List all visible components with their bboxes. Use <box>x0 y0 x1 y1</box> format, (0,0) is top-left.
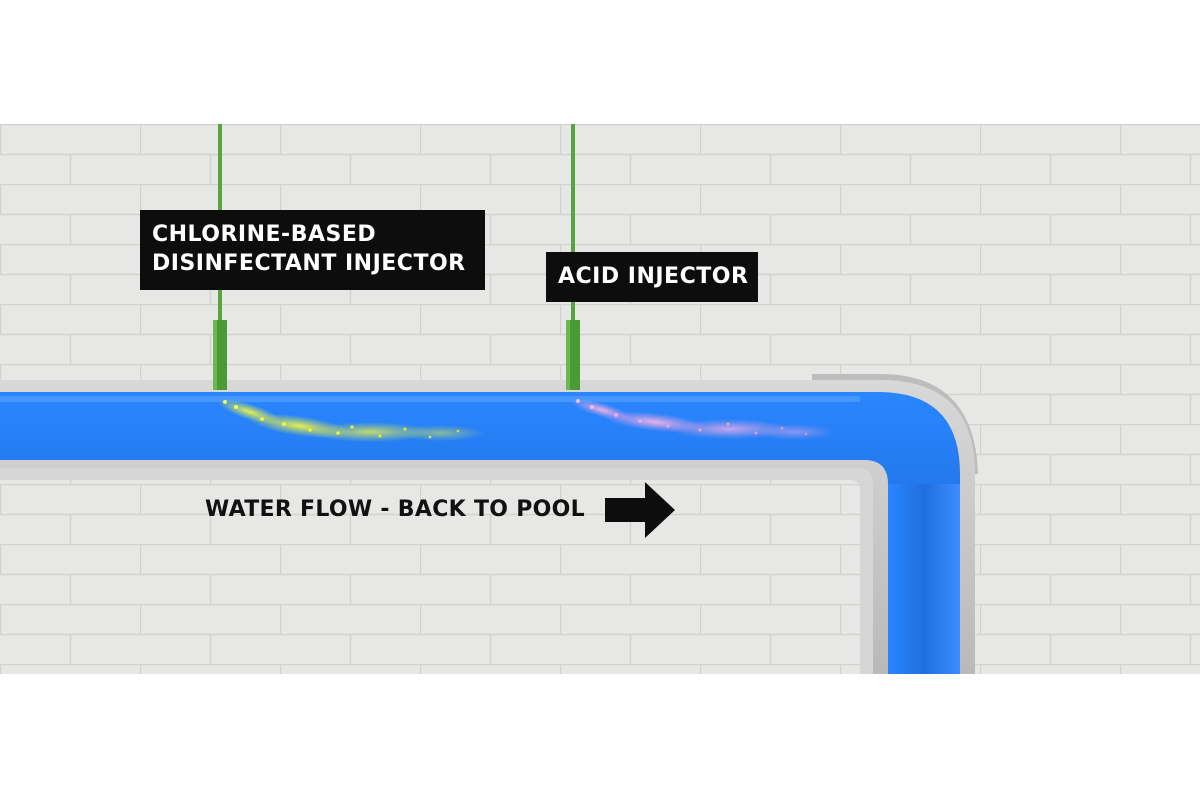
water-channel <box>0 392 960 674</box>
chlorine-injector-highlight <box>213 320 217 390</box>
water-channel-down <box>888 484 960 674</box>
chlorine-dose-plume <box>217 399 485 442</box>
acid-injector-line <box>571 124 575 320</box>
chlorine-injector-label: CHLORINE-BASED DISINFECTANT INJECTOR <box>140 210 485 290</box>
acid-injector-highlight <box>566 320 570 390</box>
acid-injector-label: ACID INJECTOR <box>546 252 758 302</box>
pipe-diagram: CHLORINE-BASED DISINFECTANT INJECTOR ACI… <box>0 124 1200 674</box>
acid-dose-plume <box>571 398 835 440</box>
right-arrow-icon <box>605 482 675 538</box>
diagram-artwork <box>0 124 1200 674</box>
chlorine-label-line-2: DISINFECTANT INJECTOR <box>152 251 466 276</box>
water-flow-label: WATER FLOW - BACK TO POOL <box>205 497 585 522</box>
chlorine-label-line-1: CHLORINE-BASED <box>152 222 377 247</box>
water-highlight <box>0 396 860 402</box>
